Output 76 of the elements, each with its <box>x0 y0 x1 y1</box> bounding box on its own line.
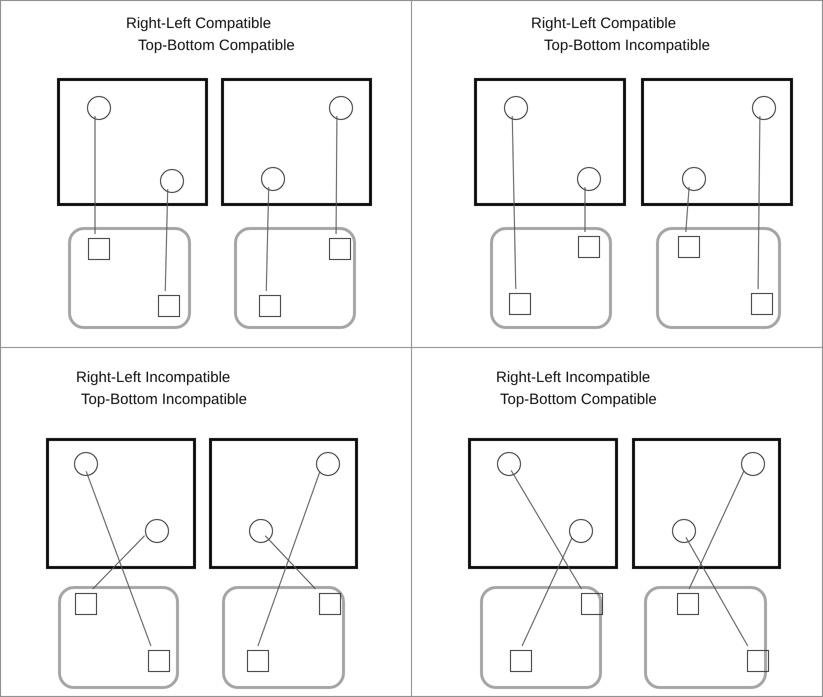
small-square <box>75 593 97 615</box>
connector-line <box>510 470 582 590</box>
rectangle-frame <box>46 438 196 569</box>
rounded-rectangle <box>68 227 191 329</box>
panel-heading: Top-Bottom Compatible <box>500 391 657 409</box>
panel-heading: Right-Left Compatible <box>531 15 676 33</box>
panel-heading: Top-Bottom Incompatible <box>544 37 710 55</box>
connector-line <box>685 186 690 232</box>
connector-line <box>264 535 316 590</box>
rectangle-frame <box>221 78 372 206</box>
rectangle-frame <box>468 438 618 569</box>
small-square <box>259 295 281 317</box>
small-square <box>158 295 180 317</box>
connector-line <box>758 116 760 290</box>
panel-heading: Right-Left Incompatible <box>76 369 230 387</box>
panel-heading: Top-Bottom Incompatible <box>81 391 247 409</box>
rectangle-frame <box>209 438 358 569</box>
small-square <box>581 593 603 615</box>
small-circle <box>741 452 765 476</box>
rounded-rectangle <box>480 586 602 689</box>
connector-line <box>336 116 338 234</box>
small-circle <box>87 96 111 120</box>
small-circle <box>577 167 601 191</box>
small-circle <box>672 519 696 543</box>
small-square <box>509 293 531 315</box>
connector-line <box>164 188 168 292</box>
small-circle <box>752 96 776 120</box>
rounded-rectangle <box>58 586 179 689</box>
panel-heading: Right-Left Compatible <box>126 15 272 33</box>
connector-line <box>685 536 748 646</box>
rounded-rectangle <box>490 227 612 329</box>
connector-line <box>688 470 744 590</box>
small-square <box>88 238 110 260</box>
small-square <box>329 238 351 260</box>
quadrant-panel <box>0 347 412 697</box>
connector-line <box>257 470 320 646</box>
small-square <box>148 650 170 672</box>
connector-line <box>86 470 152 646</box>
rounded-rectangle <box>656 227 781 329</box>
small-square <box>247 650 269 672</box>
connector-line <box>94 116 96 234</box>
quadrant-panel <box>411 347 823 697</box>
rounded-rectangle <box>222 586 345 689</box>
rounded-rectangle <box>234 227 356 329</box>
rectangle-frame <box>632 438 781 569</box>
connector-line <box>266 186 270 292</box>
small-square <box>677 593 699 615</box>
small-circle <box>145 519 169 543</box>
small-circle <box>682 167 706 191</box>
small-square <box>747 650 769 672</box>
connector-line <box>522 537 572 646</box>
rectangle-frame <box>57 78 208 206</box>
panel-heading: Top-Bottom Compatible <box>138 37 295 55</box>
small-square <box>751 293 773 315</box>
connector-line <box>512 116 516 290</box>
small-square <box>319 593 341 615</box>
small-circle <box>329 96 353 120</box>
small-circle <box>504 96 528 120</box>
small-circle <box>74 452 98 476</box>
small-circle <box>497 452 521 476</box>
rectangle-frame <box>641 78 793 206</box>
quadrant-panel <box>411 0 823 348</box>
rounded-rectangle <box>644 586 767 689</box>
small-circle <box>249 519 273 543</box>
small-square <box>510 650 532 672</box>
small-circle <box>569 519 593 543</box>
connector-line <box>584 186 586 232</box>
panel-heading: Right-Left Incompatible <box>496 369 650 387</box>
small-square <box>678 236 700 258</box>
quadrant-panel <box>0 0 412 348</box>
small-square <box>578 236 600 258</box>
small-circle <box>261 167 285 191</box>
connector-line <box>92 535 146 590</box>
small-circle <box>316 452 340 476</box>
rectangle-frame <box>474 78 626 206</box>
small-circle <box>160 169 184 193</box>
